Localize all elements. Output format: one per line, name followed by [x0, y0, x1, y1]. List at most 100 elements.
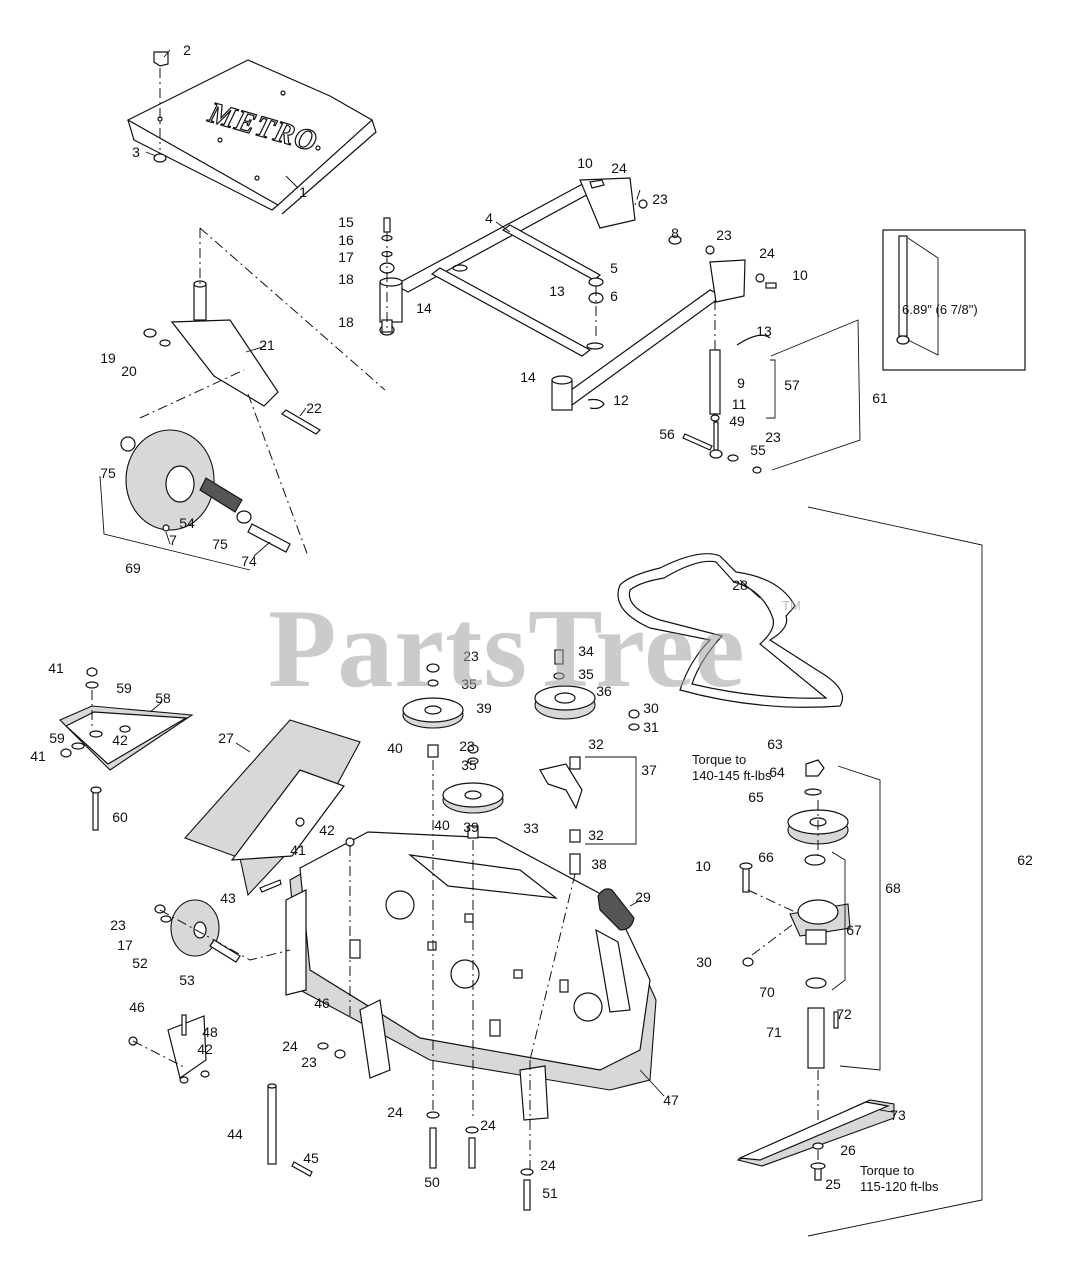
callout-22: 22 [306, 400, 322, 416]
callout-14: 14 [520, 369, 536, 385]
callout-65: 65 [748, 789, 764, 805]
callout-42: 42 [319, 822, 335, 838]
callout-1: 1 [299, 184, 307, 200]
callout-3: 3 [132, 144, 140, 160]
callout-46: 46 [314, 995, 330, 1011]
callout-13: 13 [756, 323, 772, 339]
callout-50: 50 [424, 1174, 440, 1190]
callout-13: 13 [549, 283, 565, 299]
frame-hardware [379, 179, 777, 410]
callout-28: 28 [732, 577, 748, 593]
callout-23: 23 [110, 917, 126, 933]
callout-40: 40 [387, 740, 403, 756]
callout-40: 40 [434, 817, 450, 833]
caster-fork [143, 280, 321, 435]
callout-8: 8 [671, 225, 679, 241]
callout-18: 18 [338, 314, 354, 330]
callout-49: 49 [729, 413, 745, 429]
callout-26: 26 [840, 1142, 856, 1158]
callout-7: 7 [169, 532, 177, 548]
callout-44: 44 [227, 1126, 243, 1142]
callout-16: 16 [338, 232, 354, 248]
callout-67: 67 [846, 922, 862, 938]
callout-35: 35 [578, 666, 594, 682]
callout-17: 17 [117, 937, 133, 953]
caster-wheel-assembly [99, 429, 291, 571]
callout-19: 19 [100, 350, 116, 366]
height-inset [882, 229, 1026, 371]
callout-39: 39 [463, 819, 479, 835]
callout-27: 27 [218, 730, 234, 746]
torque-note-lower-line2: 115-120 ft-lbs [860, 1179, 939, 1194]
callout-38: 38 [591, 856, 607, 872]
callout-58: 58 [155, 690, 171, 706]
callout-34: 34 [578, 643, 594, 659]
callout-53: 53 [179, 972, 195, 988]
lift-rod-assembly [682, 319, 861, 474]
callout-24: 24 [611, 160, 627, 176]
callout-74: 74 [241, 553, 257, 569]
torque-note-upper: Torque to 140-145 ft-lbs [692, 752, 772, 784]
leader-lines [145, 49, 894, 1113]
callout-14: 14 [416, 300, 432, 316]
callout-57: 57 [784, 377, 800, 393]
height-pin [267, 1083, 313, 1177]
callout-24: 24 [480, 1117, 496, 1133]
callout-72: 72 [836, 1006, 852, 1022]
callout-60: 60 [112, 809, 128, 825]
callout-41: 41 [30, 748, 46, 764]
callout-70: 70 [759, 984, 775, 1000]
callout-23: 23 [652, 191, 668, 207]
callout-73: 73 [890, 1107, 906, 1123]
callout-6: 6 [610, 288, 618, 304]
callout-55: 55 [750, 442, 766, 458]
torque-note-upper-line1: Torque to [692, 752, 747, 767]
callout-21: 21 [259, 337, 275, 353]
callout-35: 35 [461, 676, 477, 692]
callout-35: 35 [461, 757, 477, 773]
callout-41: 41 [48, 660, 64, 676]
callout-42: 42 [112, 732, 128, 748]
callout-24: 24 [387, 1104, 403, 1120]
callout-10: 10 [695, 858, 711, 874]
deck-belt [617, 553, 844, 708]
cover-nut [153, 153, 167, 163]
callout-45: 45 [303, 1150, 319, 1166]
callout-30: 30 [643, 700, 659, 716]
callout-39: 39 [476, 700, 492, 716]
callout-17: 17 [338, 249, 354, 265]
callout-31: 31 [643, 719, 659, 735]
callout-18: 18 [338, 271, 354, 287]
callout-24: 24 [540, 1157, 556, 1173]
callout-48: 48 [202, 1024, 218, 1040]
callout-2: 2 [183, 42, 191, 58]
mower-blade [736, 1099, 895, 1181]
callout-66: 66 [758, 849, 774, 865]
callout-43: 43 [220, 890, 236, 906]
callout-75: 75 [100, 465, 116, 481]
callout-9: 9 [737, 375, 745, 391]
callout-51: 51 [542, 1185, 558, 1201]
upper-centerlines [139, 68, 716, 557]
callout-23: 23 [463, 648, 479, 664]
deck-bolts [259, 837, 534, 1211]
callout-41: 41 [290, 842, 306, 858]
callout-24: 24 [759, 245, 775, 261]
callout-32: 32 [588, 736, 604, 752]
callout-5: 5 [610, 260, 618, 276]
callout-32: 32 [588, 827, 604, 843]
callout-54: 54 [179, 515, 195, 531]
callout-69: 69 [125, 560, 141, 576]
callout-4: 4 [485, 210, 493, 226]
callout-23: 23 [301, 1054, 317, 1070]
callout-62: 62 [1017, 852, 1033, 868]
callout-29: 29 [635, 889, 651, 905]
callout-15: 15 [338, 214, 354, 230]
callout-12: 12 [613, 392, 629, 408]
discharge-chute [184, 719, 361, 897]
callout-47: 47 [663, 1092, 679, 1108]
mower-deck [285, 831, 657, 1121]
torque-note-lower: Torque to 115-120 ft-lbs [860, 1163, 939, 1195]
